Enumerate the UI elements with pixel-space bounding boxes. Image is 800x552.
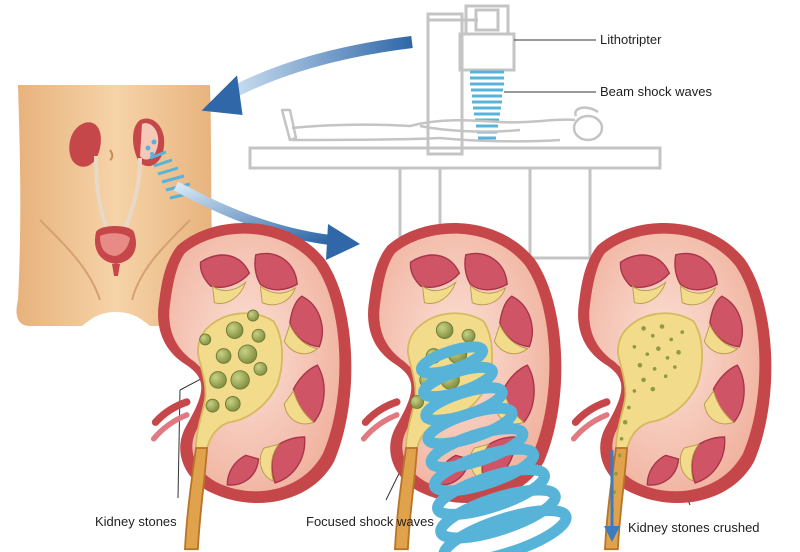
label-focused-shock-waves: Focused shock waves	[306, 514, 434, 529]
torso-panel	[16, 85, 216, 326]
kidney-with-stones	[154, 223, 352, 549]
lithotripter-emitter	[458, 32, 516, 72]
patient-outline	[280, 106, 604, 143]
table-base	[528, 166, 592, 260]
stone-fragments	[610, 324, 685, 513]
downward-arrow	[604, 450, 620, 542]
focused-shock-wave-rings	[415, 341, 572, 552]
torso-ureters	[94, 155, 142, 233]
label-kidney-stones: Kidney stones	[95, 514, 177, 529]
arrow-machine-to-body	[201, 36, 413, 116]
kidney-stones-crushed	[574, 223, 772, 549]
label-lithotripter: Lithotripter	[600, 32, 662, 47]
navel	[109, 149, 114, 161]
lithotripter-column	[426, 12, 464, 156]
torso-body	[16, 85, 216, 326]
label-kidney-stones-crushed: Kidney stones crushed	[628, 520, 760, 535]
lithotripter-head-inner	[474, 8, 500, 32]
label-beam-shock-waves: Beam shock waves	[600, 84, 712, 99]
beam-coil	[470, 70, 504, 140]
lithotripter-machine	[426, 4, 516, 156]
torso-kidney-left	[69, 122, 101, 167]
arrow-body-to-kidney	[173, 181, 360, 260]
kidney-stones	[199, 309, 268, 413]
table-top	[248, 146, 662, 170]
